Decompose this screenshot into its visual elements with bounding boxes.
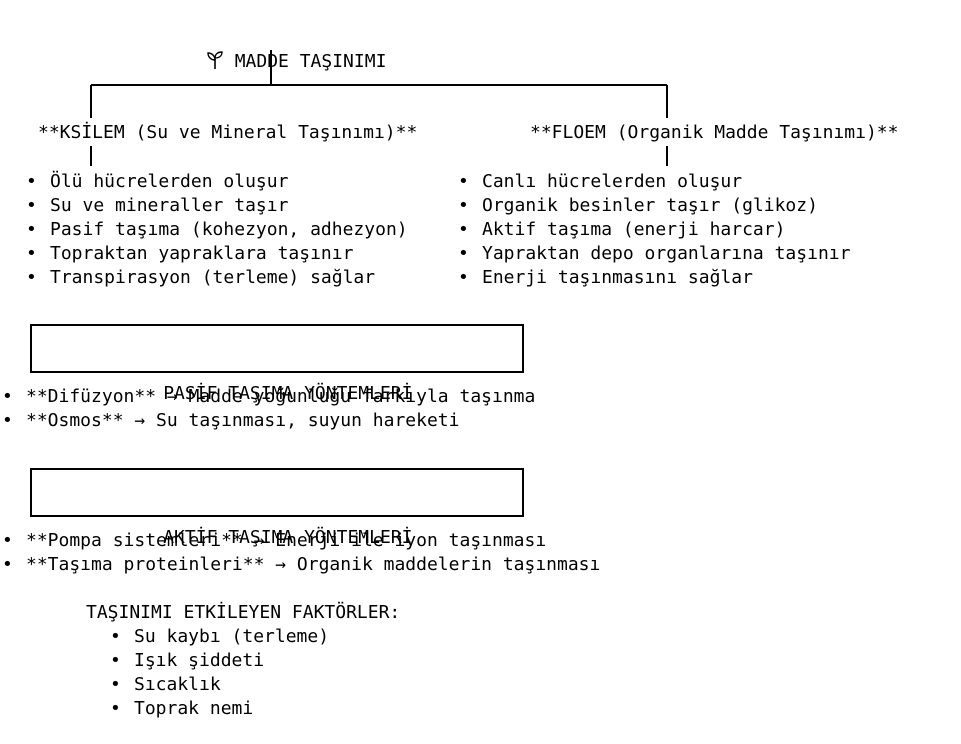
bullet-icon: • <box>458 267 469 288</box>
bullet-icon: • <box>26 219 37 240</box>
list-item: •Sıcaklık <box>110 674 221 695</box>
bullet-icon: • <box>110 674 121 695</box>
root-title: MADDE TAŞINIMI <box>234 51 387 72</box>
bullet-icon: • <box>458 243 469 264</box>
bullet-icon: • <box>2 410 13 431</box>
xylem-heading: **KSİLEM (Su ve Mineral Taşınımı)** <box>38 122 418 143</box>
passive-transport-box: PASİF TAŞIMA YÖNTEMLERİ <box>30 324 524 404</box>
active-transport-title: AKTİF TAŞIMA YÖNTEMLERİ <box>163 527 413 548</box>
phloem-list: •Canlı hücrelerden oluşur •Organik besin… <box>458 170 850 290</box>
list-item: •Pasif taşıma (kohezyon, adhezyon) <box>26 219 408 240</box>
phloem-heading: **FLOEM (Organik Madde Taşınımı)** <box>530 122 899 143</box>
factors-list: •Su kaybı (terleme) •Işık şiddeti •Sıcak… <box>110 625 329 721</box>
bullet-icon: • <box>458 171 469 192</box>
list-item: •**Osmos** → Su taşınması, suyun hareket… <box>2 410 460 431</box>
list-item: •**Pompa sistemleri** → Enerji ile iyon … <box>2 530 547 551</box>
list-item: •Su kaybı (terleme) <box>110 626 330 647</box>
bullet-icon: • <box>26 243 37 264</box>
list-item: •Ölü hücrelerden oluşur <box>26 171 289 192</box>
bullet-icon: • <box>110 650 121 671</box>
bullet-icon: • <box>458 219 469 240</box>
bullet-icon: • <box>26 267 37 288</box>
list-item: •Su ve mineraller taşır <box>26 195 289 216</box>
passive-transport-title: PASİF TAŞIMA YÖNTEMLERİ <box>163 383 413 404</box>
list-item: •Topraktan yapraklara taşınır <box>26 243 354 264</box>
list-item: •**Taşıma proteinleri** → Organik maddel… <box>2 554 601 575</box>
list-item: •Işık şiddeti <box>110 650 265 671</box>
list-item: •Organik besinler taşır (glikoz) <box>458 195 818 216</box>
bullet-icon: • <box>26 171 37 192</box>
list-item: •Yapraktan depo organlarına taşınır <box>458 243 851 264</box>
list-item: •Enerji taşınmasını sağlar <box>458 267 753 288</box>
list-item: •Toprak nemi <box>110 698 254 719</box>
xylem-list: •Ölü hücrelerden oluşur •Su ve mineralle… <box>26 170 408 290</box>
root-node: MADDE TAŞINIMI <box>183 26 386 74</box>
bullet-icon: • <box>2 386 13 407</box>
bullet-icon: • <box>2 530 13 551</box>
bullet-icon: • <box>26 195 37 216</box>
list-item: •Canlı hücrelerden oluşur <box>458 171 743 192</box>
list-item: •Transpirasyon (terleme) sağlar <box>26 267 376 288</box>
bullet-icon: • <box>110 698 121 719</box>
active-list: •**Pompa sistemleri** → Enerji ile iyon … <box>2 529 600 577</box>
plant-sprout-icon <box>206 51 223 69</box>
bullet-icon: • <box>2 554 13 575</box>
bullet-icon: • <box>110 626 121 647</box>
factors-title: TAŞINIMI ETKİLEYEN FAKTÖRLER: <box>86 602 401 623</box>
bullet-icon: • <box>458 195 469 216</box>
list-item: •Aktif taşıma (enerji harcar) <box>458 219 786 240</box>
passive-list: •**Difüzyon** → Madde yoğunluğu farkıyla… <box>2 385 535 433</box>
list-item: •**Difüzyon** → Madde yoğunluğu farkıyla… <box>2 386 536 407</box>
active-transport-box: AKTİF TAŞIMA YÖNTEMLERİ <box>30 468 524 548</box>
